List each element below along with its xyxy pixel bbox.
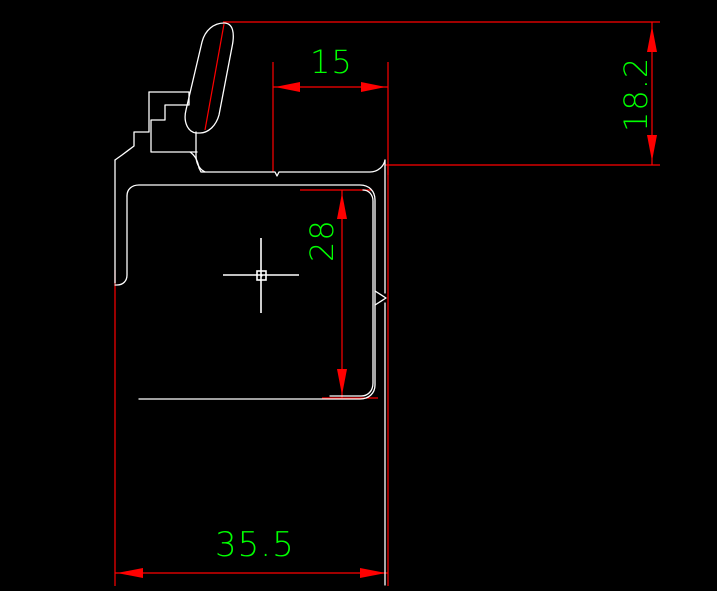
- crosshair-pickbox: [256, 270, 267, 281]
- arrowhead-28-top: [337, 193, 347, 219]
- dimension-text-15[interactable]: 15: [310, 43, 353, 81]
- body-inner-chamber[interactable]: [126, 184, 376, 400]
- dimension-28[interactable]: [300, 189, 378, 399]
- dimension-15[interactable]: [272, 62, 389, 175]
- crosshair-cursor[interactable]: [223, 238, 299, 313]
- dimension-text-28[interactable]: 28: [303, 219, 341, 262]
- upper-left-bracket[interactable]: [148, 91, 198, 153]
- dimension-18-2[interactable]: [647, 22, 657, 165]
- dimension-35-5[interactable]: [114, 165, 389, 586]
- dimension-lines-layer: [114, 21, 660, 586]
- dimension-text-35-5[interactable]: 35.5: [215, 525, 295, 565]
- arrowhead-35-5-left: [117, 568, 143, 578]
- profile-geometry-layer[interactable]: [114, 22, 387, 586]
- leader-line-hook: [204, 23, 225, 131]
- arrowhead-15-right: [361, 82, 386, 92]
- hook-lip-outline[interactable]: [184, 22, 234, 134]
- arrowhead-28-bottom: [337, 369, 347, 395]
- arrowhead-35-5-right: [360, 568, 386, 578]
- arrowhead-15-left: [275, 82, 300, 92]
- crosshair-center-dot: [260, 274, 263, 277]
- body-left-inner-wall[interactable]: [114, 195, 128, 286]
- right-flange-barb[interactable]: [374, 290, 387, 306]
- arrowhead-18-2-bottom: [647, 135, 657, 161]
- left-step-notch[interactable]: [114, 91, 150, 161]
- body-top-edge[interactable]: [189, 151, 386, 177]
- dimension-text-18-2[interactable]: 18.2: [617, 56, 655, 132]
- body-right-leg-inner[interactable]: [329, 189, 374, 397]
- arrowhead-18-2-top: [647, 26, 657, 52]
